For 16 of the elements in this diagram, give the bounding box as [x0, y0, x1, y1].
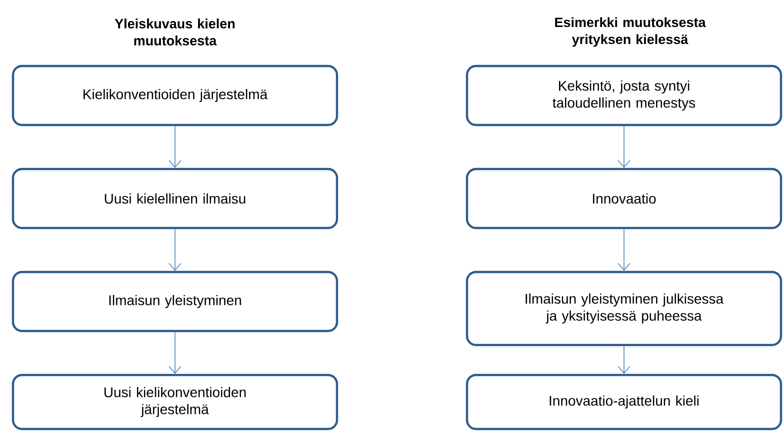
column-heading: Esimerkki muutoksesta yrityksen kielessä	[555, 17, 706, 47]
process-box: Ilmaisun yleistyminen	[12, 270, 338, 332]
arrow	[618, 228, 630, 271]
arrow	[168, 126, 182, 168]
process-box: Kielikonventioiden järjestelmä	[12, 64, 338, 126]
process-box: Innovaatio-ajattelun kieli	[466, 374, 782, 430]
arrow	[618, 346, 630, 374]
process-box: Uusi kielikonventioiden järjestelmä	[12, 374, 338, 430]
arrow	[168, 332, 182, 374]
arrow	[168, 228, 182, 271]
column-heading: Yleiskuvaus kielen muutoksesta	[114, 18, 235, 46]
process-box: Innovaatio	[466, 168, 782, 230]
process-box: Uusi kielellinen ilmaisu	[12, 168, 338, 230]
arrow	[618, 126, 630, 168]
process-box: Ilmaisun yleistyminen julkisessa ja yksityisessä puheessa	[466, 270, 782, 346]
process-box: Keksintö, josta syntyi taloudellinen menestys	[466, 64, 782, 126]
